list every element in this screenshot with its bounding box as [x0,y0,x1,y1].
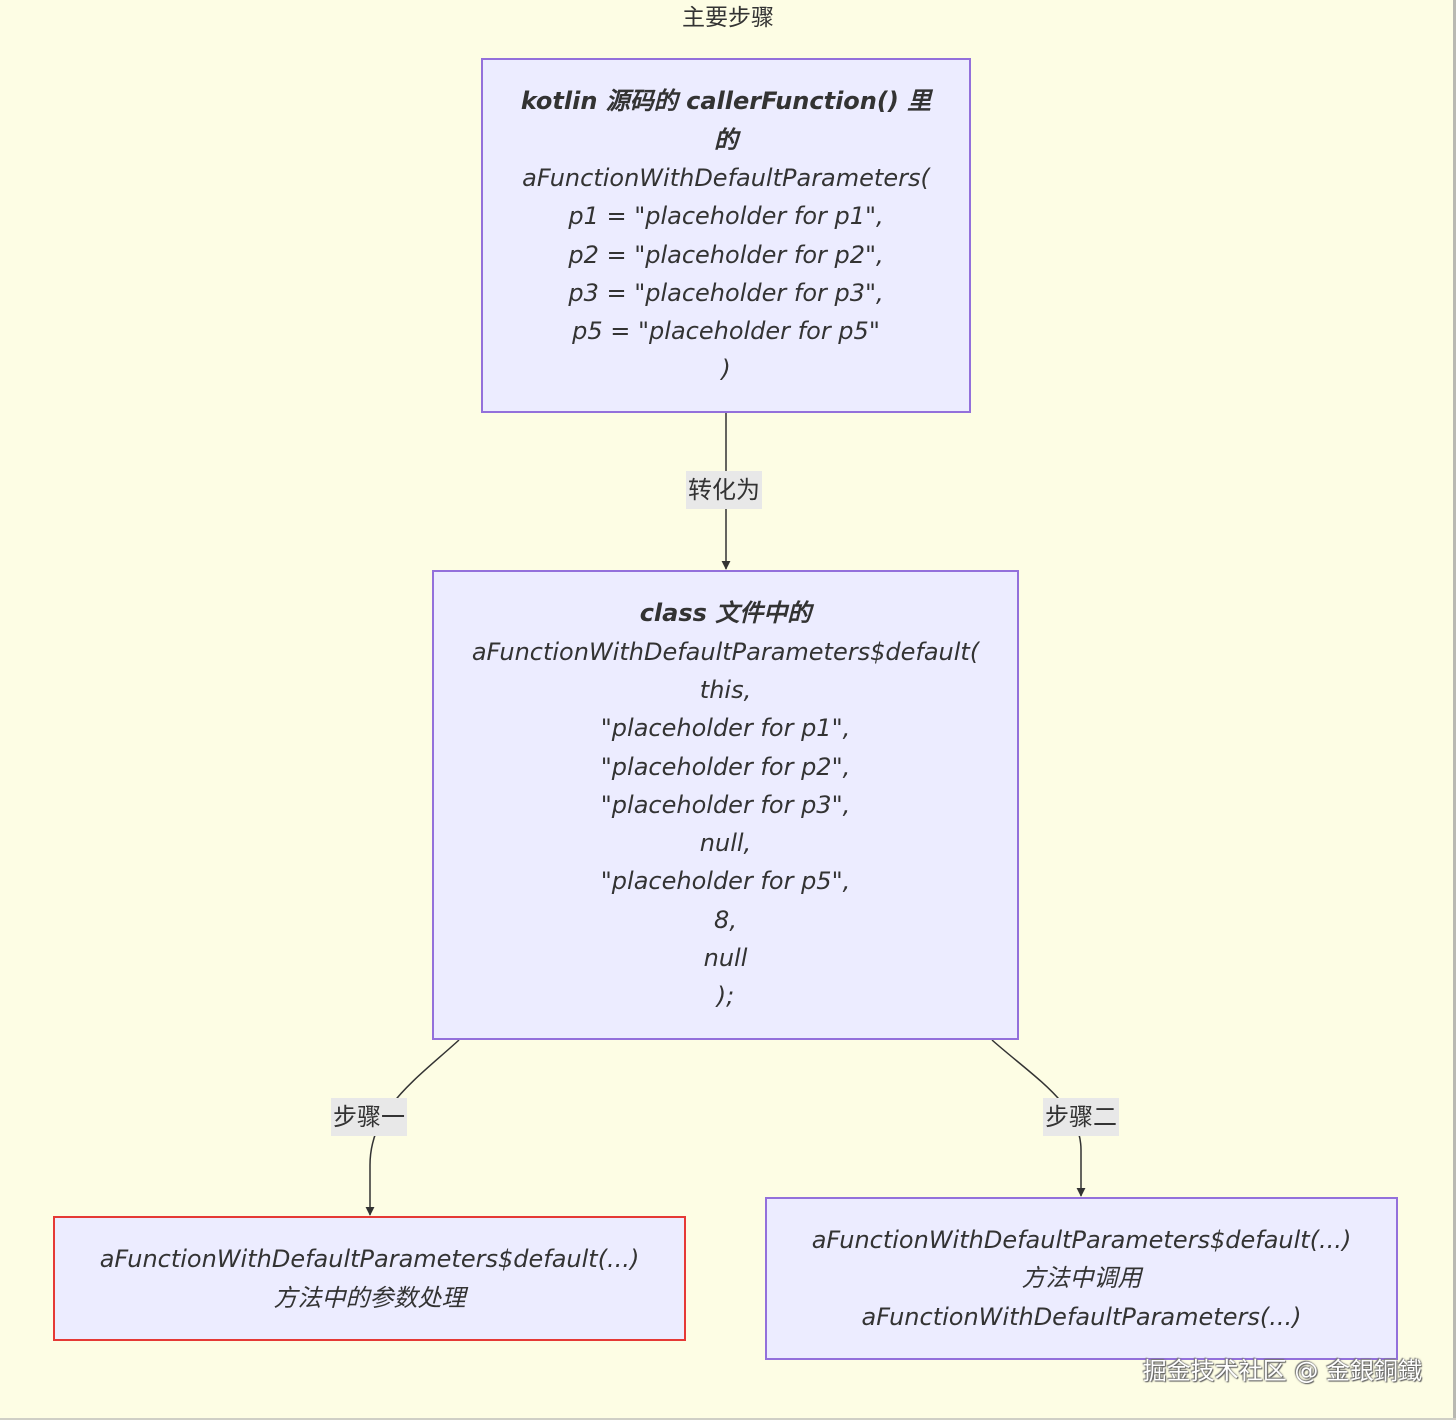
node-step-two: aFunctionWithDefaultParameters$default(.… [765,1197,1398,1360]
window-right-edge [1453,0,1456,1420]
node-class-file-call: class 文件中的 aFunctionWithDefaultParameter… [432,570,1019,1040]
node-step-one: aFunctionWithDefaultParameters$default(.… [53,1216,686,1341]
node-line: p2 = "placeholder for p2", [568,240,884,269]
node-line: 方法中的参数处理 [273,1283,466,1312]
node-line: p3 = "placeholder for p3", [568,278,884,307]
edge-label-convert: 转化为 [686,471,762,509]
node-kotlin-source-call: kotlin 源码的 callerFunction() 里 的 aFunctio… [481,58,971,413]
node-line: p5 = "placeholder for p5" [572,317,880,346]
edge-label-step-one: 步骤一 [331,1098,407,1136]
node-line: "placeholder for p3", [600,790,851,819]
watermark: 掘金技术社区 @ 金銀銅鐵 [1142,1357,1422,1385]
node-line: aFunctionWithDefaultParameters$default(.… [811,1226,1352,1255]
node-line: 8, [714,905,737,934]
edge-step-two [991,1039,1086,1197]
node-line: 的 [714,125,738,154]
node-line: aFunctionWithDefaultParameters(...) [861,1302,1302,1331]
node-line: "placeholder for p5", [600,867,851,896]
node-line: aFunctionWithDefaultParameters$default( [471,637,980,666]
node-line: class 文件中的 [639,599,812,628]
node-line: this, [699,675,752,704]
diagram-title: 主要步骤 [682,5,774,31]
node-line: aFunctionWithDefaultParameters( [522,163,930,192]
node-line: ) [721,355,731,384]
node-line: aFunctionWithDefaultParameters$default(.… [99,1245,640,1274]
node-line: ); [716,982,735,1011]
window-bottom-edge [0,1418,1456,1420]
node-line: p1 = "placeholder for p1", [568,202,884,231]
node-line: null, [699,829,752,858]
edge-label-step-two: 步骤二 [1043,1098,1119,1136]
node-line: null [703,944,748,973]
node-line: "placeholder for p1", [600,714,851,743]
node-line: "placeholder for p2", [600,752,851,781]
node-line: 方法中调用 [1021,1264,1142,1293]
node-line: kotlin 源码的 callerFunction() 里 [520,87,932,116]
